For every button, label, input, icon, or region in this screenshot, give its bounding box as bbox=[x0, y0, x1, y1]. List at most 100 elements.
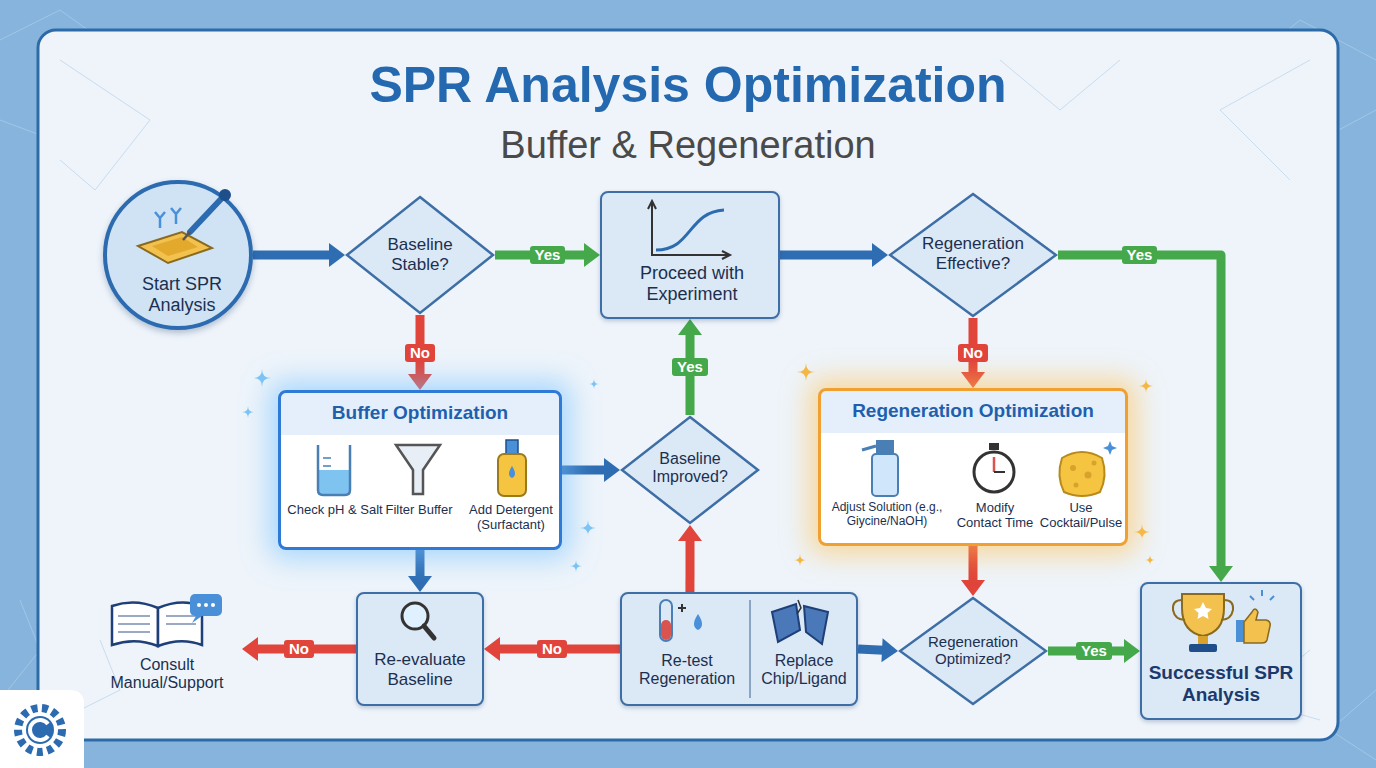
arrow-head bbox=[604, 458, 620, 482]
icon-part bbox=[138, 232, 212, 263]
node-text: Regeneration Effective? bbox=[913, 234, 1033, 273]
node-text: Baseline Stable? bbox=[370, 235, 470, 274]
node-text: Proceed with Experiment bbox=[612, 263, 772, 304]
stopwatch-icon bbox=[974, 443, 1014, 492]
arrow-head bbox=[242, 637, 258, 661]
box-divider bbox=[749, 600, 751, 698]
decision-diamond: Baseline Stable? bbox=[345, 195, 495, 315]
icon-part bbox=[648, 201, 730, 259]
edge-label: Yes bbox=[672, 358, 708, 376]
icon-part bbox=[974, 452, 1014, 492]
sparkle bbox=[1139, 379, 1153, 393]
item-text: Filter Buffer bbox=[371, 503, 467, 518]
sparkle bbox=[589, 379, 599, 389]
arrow-shaft bbox=[253, 251, 331, 260]
flow-arrow bbox=[253, 243, 345, 267]
icon-part bbox=[152, 237, 198, 256]
icon-part bbox=[994, 471, 1005, 473]
arrow-shaft bbox=[416, 550, 425, 578]
icon-part bbox=[319, 470, 349, 494]
decision-diamond: Regeneration Effective? bbox=[888, 192, 1058, 318]
arrow-head bbox=[484, 637, 500, 661]
arrow-head bbox=[961, 580, 985, 596]
node-text: Baseline Improved? bbox=[645, 450, 735, 487]
arrow-head bbox=[881, 638, 898, 662]
chart-icon bbox=[648, 201, 730, 259]
sparkle bbox=[1145, 555, 1155, 565]
optimization-panel: Regeneration OptimizationAdjust Solution… bbox=[818, 388, 1128, 546]
arrow-head bbox=[408, 576, 432, 592]
icon-part bbox=[30, 720, 48, 740]
node-text: Regeneration Optimization bbox=[821, 400, 1125, 422]
diamond-shape bbox=[900, 598, 1046, 704]
arrow-head bbox=[872, 243, 888, 267]
arrow-head bbox=[678, 319, 702, 335]
start-circle: Start SPR Analysis bbox=[103, 180, 253, 330]
icon-part bbox=[498, 454, 526, 496]
sparkle bbox=[242, 406, 254, 418]
arrow-head bbox=[1209, 566, 1233, 582]
icon-part bbox=[862, 446, 876, 450]
icon-part bbox=[323, 458, 331, 466]
sparkles bbox=[242, 363, 1155, 572]
icon-part bbox=[1103, 441, 1117, 455]
icon-part bbox=[1194, 602, 1212, 619]
icon-part bbox=[656, 210, 724, 250]
node-text: Re-evaluate Baseline bbox=[364, 650, 476, 689]
icon-part bbox=[211, 603, 215, 607]
sparkle bbox=[794, 554, 806, 566]
diagram-title: SPR Analysis Optimization bbox=[0, 56, 1376, 114]
item-text: Replace Chip/Ligand bbox=[754, 652, 854, 689]
icon-part bbox=[112, 602, 158, 646]
trophy-icon bbox=[1173, 594, 1233, 652]
flow-arrow bbox=[242, 637, 356, 661]
icon-part bbox=[183, 232, 190, 240]
icon-part bbox=[1000, 60, 1120, 110]
icon-part bbox=[797, 600, 801, 614]
icon-part bbox=[402, 603, 428, 629]
icon-part bbox=[989, 443, 999, 450]
icon-part bbox=[1173, 600, 1233, 620]
icon-part bbox=[876, 440, 894, 454]
icon-part bbox=[1182, 594, 1224, 636]
test-tube-icon bbox=[660, 600, 702, 641]
icon-part bbox=[219, 189, 231, 201]
flow-arrow bbox=[495, 243, 600, 267]
icon-part bbox=[396, 445, 440, 494]
arrow-head bbox=[329, 243, 345, 267]
arrow-head bbox=[408, 374, 432, 390]
arrow-shaft bbox=[685, 539, 694, 592]
icon-part bbox=[804, 606, 828, 644]
icon-part bbox=[190, 594, 222, 616]
broken-chip-icon bbox=[772, 600, 828, 644]
network-lines bbox=[0, 10, 1376, 760]
edge-label: No bbox=[284, 640, 314, 658]
sparkle bbox=[797, 363, 815, 381]
edge-label: Yes bbox=[1122, 246, 1158, 264]
item-text: Check pH & Salt bbox=[285, 503, 385, 518]
item-text: Add Detergent (Surfactant) bbox=[463, 503, 559, 533]
node-text: Re-test Regeneration bbox=[628, 652, 746, 689]
spray-bottle-icon bbox=[862, 440, 898, 496]
icon-part bbox=[1198, 636, 1208, 644]
node-text: Start SPR Analysis bbox=[122, 274, 242, 315]
icon-part bbox=[678, 604, 686, 612]
flow-arrow bbox=[484, 637, 620, 661]
icon-part bbox=[993, 457, 996, 472]
icon-part bbox=[60, 60, 150, 190]
icon-part bbox=[18, 708, 62, 752]
arrow-head bbox=[961, 372, 985, 388]
process-box: Re-test RegenerationReplace Chip/Ligand bbox=[620, 592, 858, 706]
result-box: Successful SPR Analysis bbox=[1140, 582, 1302, 720]
arrow-head bbox=[584, 243, 600, 267]
edge-label: No bbox=[537, 640, 567, 658]
edge-label: No bbox=[405, 344, 435, 362]
icon-part bbox=[1070, 465, 1076, 471]
node-text: Regeneration Optimized? bbox=[925, 633, 1021, 668]
icon-part bbox=[318, 445, 350, 495]
icon-part bbox=[192, 616, 202, 623]
icon-part bbox=[0, 600, 40, 700]
icon-part bbox=[509, 466, 515, 478]
flow-arrow bbox=[408, 550, 432, 592]
